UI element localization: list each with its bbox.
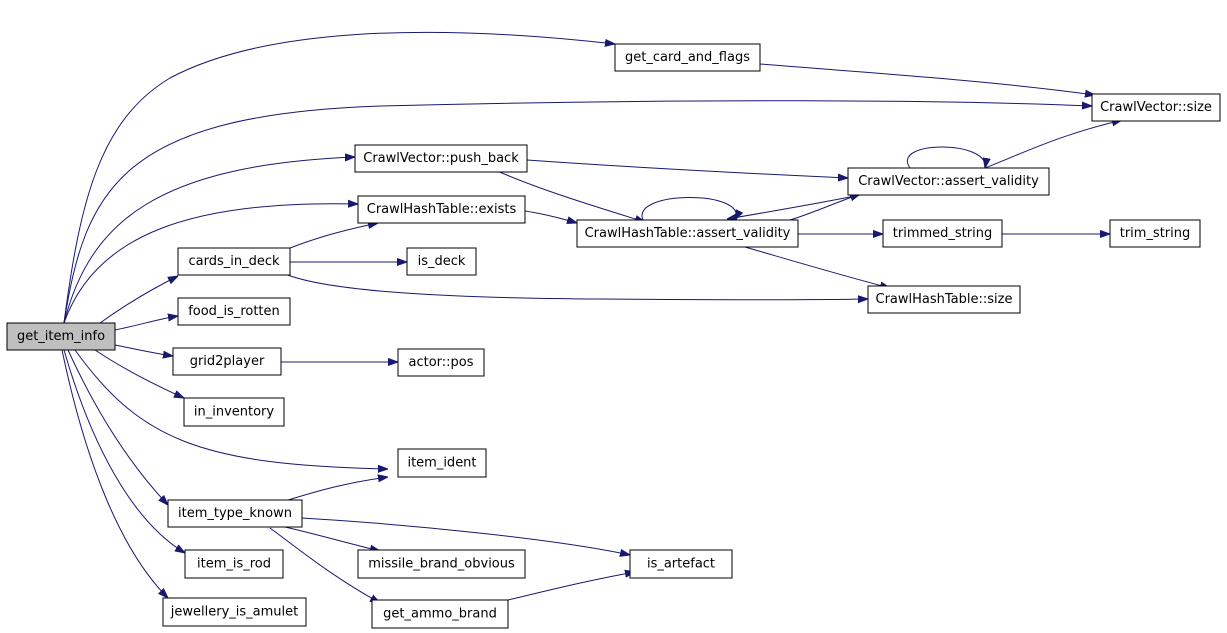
node-label: trimmed_string (893, 226, 992, 241)
node-item-ident[interactable]: item_ident (397, 448, 487, 478)
node-label: item_ident (407, 456, 476, 471)
edge-get-item-info-to-crawlvector-size (63, 100, 1092, 324)
edge-get-item-info-to-jewellery-is-amulet (61, 349, 168, 598)
node-item-is-rod[interactable]: item_is_rod (184, 549, 284, 579)
edge-exists-to-crawlhashtable-assert-validity (524, 210, 577, 223)
node-jewellery-is-amulet[interactable]: jewellery_is_amulet (162, 597, 307, 627)
node-label: in_inventory (194, 405, 275, 420)
edge-cards-in-deck-to-exists (284, 223, 378, 251)
edge-push-back-to-crawlhashtable-assert-validity (494, 169, 645, 222)
edge-push-back-to-crawlvector-assert-validity (526, 159, 848, 178)
node-in-inventory[interactable]: in_inventory (183, 397, 285, 427)
edge-crawlhashtable-assert-validity-to-crawlvector-assert-validity (789, 194, 860, 221)
node-crawlvector-assert-validity[interactable]: CrawlVector::assert_validity (847, 167, 1050, 196)
edge-get-item-info-to-item-type-known (67, 349, 168, 505)
node-trim-string[interactable]: trim_string (1109, 219, 1201, 248)
edge-get-item-info-to-get-card-and-flags (63, 31, 615, 324)
node-get-card-and-flags[interactable]: get_card_and_flags (614, 43, 761, 72)
edge-get-item-info-to-in-inventory (94, 349, 184, 398)
node-label: get_ammo_brand (383, 607, 497, 622)
edge-crawlhashtable-assert-validity-to-crawlhashtable-size (744, 246, 890, 288)
edge-get-item-info-to-item-is-rod (63, 349, 185, 553)
node-label: is_deck (418, 254, 466, 269)
node-crawlhashtable-size[interactable]: CrawlHashTable::size (867, 285, 1021, 314)
node-crawlvector-push-back[interactable]: CrawlVector::push_back (354, 144, 528, 173)
edge-item-type-known-to-is-artefact (301, 517, 630, 555)
edge-crawlvector-assert-validity-self (906, 146, 985, 168)
node-label: item_is_rod (197, 557, 271, 572)
node-label: trim_string (1120, 226, 1191, 241)
node-label: CrawlVector::size (1100, 100, 1212, 115)
edge-cards-in-deck-to-crawlhashtable-size (284, 273, 868, 300)
node-missile-brand-obvious[interactable]: missile_brand_obvious (357, 549, 526, 579)
node-get-ammo-brand[interactable]: get_ammo_brand (371, 599, 509, 629)
edge-get-ammo-brand-to-is-artefact (507, 572, 635, 601)
node-label: get_item_info (17, 329, 105, 344)
node-crawlvector-size[interactable]: CrawlVector::size (1091, 93, 1221, 122)
node-is-artefact[interactable]: is_artefact (629, 549, 733, 579)
node-label: item_type_known (178, 506, 292, 521)
edge-item-type-known-to-get-ammo-brand (269, 527, 380, 603)
node-cards-in-deck[interactable]: cards_in_deck (177, 247, 291, 276)
node-label: CrawlHashTable::exists (367, 202, 517, 217)
edge-crawlvector-assert-validity-to-crawlvector-size (984, 120, 1122, 169)
node-label: actor::pos (408, 355, 473, 370)
edge-get-item-info-to-grid2player (114, 344, 173, 356)
node-label: is_artefact (647, 557, 715, 572)
node-food-is-rotten[interactable]: food_is_rotten (177, 297, 291, 326)
edge-crawlhashtable-assert-validity-self (641, 197, 736, 221)
node-trimmed-string[interactable]: trimmed_string (882, 219, 1003, 248)
node-label: get_card_and_flags (625, 50, 750, 65)
node-label: CrawlVector::push_back (363, 151, 519, 166)
edge-item-type-known-to-item-ident (284, 477, 388, 502)
edge-get-item-info-to-push-back (63, 157, 355, 324)
node-item-type-known[interactable]: item_type_known (167, 499, 303, 528)
edge-get-item-info-to-food-is-rotten (114, 316, 178, 331)
node-label: cards_in_deck (188, 254, 280, 269)
node-crawlhashtable-assert-validity[interactable]: CrawlHashTable::assert_validity (576, 219, 799, 248)
node-label: jewellery_is_amulet (170, 605, 298, 620)
edge-get-card-and-flags-to-crawlvector-size (759, 63, 1095, 95)
node-label: grid2player (190, 354, 265, 369)
edge-crawlvector-assert-validity-to-crawlhashtable-assert-validity (727, 194, 861, 219)
node-actor-pos[interactable]: actor::pos (397, 348, 485, 377)
node-label: food_is_rotten (188, 304, 280, 319)
node-grid2player[interactable]: grid2player (172, 347, 282, 376)
edge-get-item-info-to-item-ident (74, 349, 388, 469)
edge-get-item-info-to-cards-in-deck (99, 276, 178, 324)
node-label: CrawlHashTable::assert_validity (585, 226, 791, 241)
node-label: missile_brand_obvious (368, 557, 515, 572)
node-label: CrawlVector::assert_validity (858, 174, 1039, 189)
node-label: CrawlHashTable::size (876, 292, 1013, 307)
node-get-item-info[interactable]: get_item_info (6, 322, 116, 351)
node-crawlhashtable-exists[interactable]: CrawlHashTable::exists (357, 195, 526, 224)
edge-item-type-known-to-missile-brand-obvious (284, 526, 380, 551)
node-is-deck[interactable]: is_deck (406, 247, 477, 276)
edge-get-item-info-to-exists (63, 204, 358, 324)
